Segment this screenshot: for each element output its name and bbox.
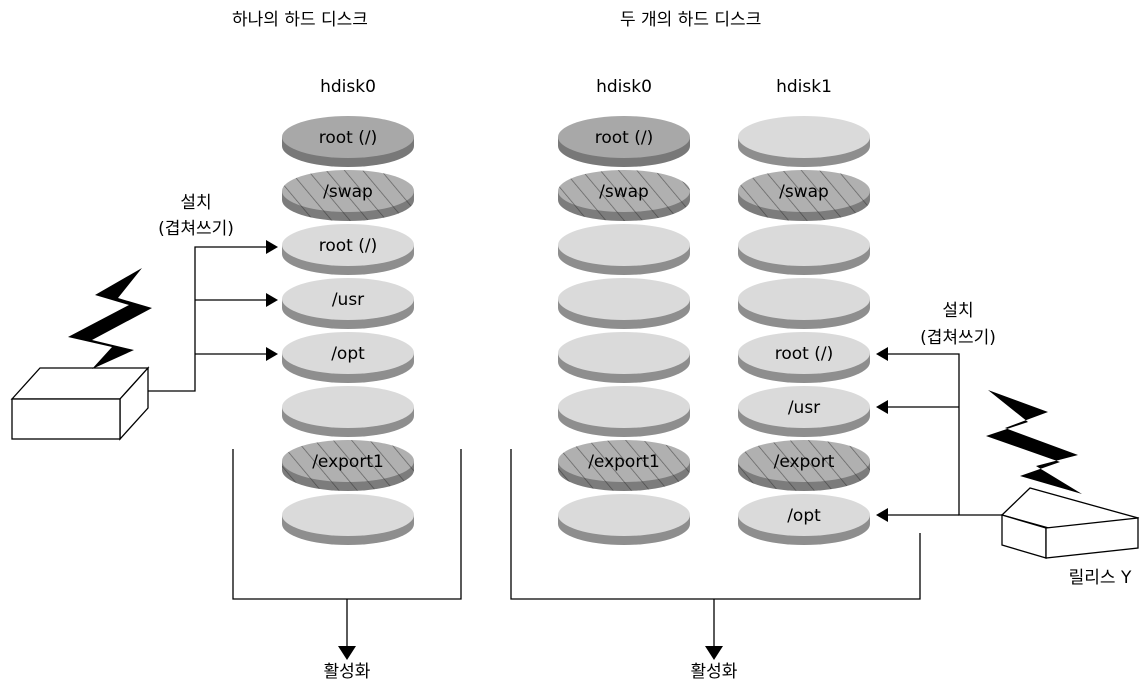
right-arrow-root <box>876 347 888 361</box>
disk-slice-top <box>738 224 870 266</box>
left-arrow-opt <box>266 347 278 361</box>
disk-slice-top <box>558 116 690 158</box>
disk-stack-hdisk0-pair: root (/) /swap/export1 <box>558 116 690 545</box>
disk-slice: root (/) <box>282 116 414 167</box>
disk-name-hdisk0-pair: hdisk0 <box>596 77 652 97</box>
disk-slice-label: /opt <box>331 344 365 364</box>
disk-slice-label: root (/) <box>319 128 377 148</box>
disk-slice-label: /export1 <box>588 452 660 472</box>
right-install-lines <box>888 353 1002 516</box>
release-label: 릴리스 Y <box>1069 568 1132 588</box>
disk-slice: /export1 <box>558 440 690 491</box>
disk-slice-label: root (/) <box>775 344 833 364</box>
disk-slice-label: /swap <box>599 182 649 202</box>
disk-slice-label: /export1 <box>312 452 384 472</box>
right-arrow-usr <box>876 400 888 414</box>
disk-slice-top <box>282 116 414 158</box>
disk-slice-label: /swap <box>323 182 373 202</box>
disk-slice-label: root (/) <box>319 236 377 256</box>
disk-slice <box>558 494 690 545</box>
disk-slice-top <box>738 440 870 482</box>
disk-slice <box>558 278 690 329</box>
disk-slice-top <box>282 440 414 482</box>
disk-slice: /opt <box>738 494 870 545</box>
disk-name-hdisk0-single: hdisk0 <box>320 77 376 97</box>
disk-slice-top <box>558 494 690 536</box>
left-install-lines <box>148 246 266 392</box>
disk-slice <box>282 386 414 437</box>
disk-slice: /swap <box>738 170 870 221</box>
disk-slice: root (/) <box>558 116 690 167</box>
left-install-source-box <box>10 366 150 441</box>
disk-slice-top <box>738 116 870 158</box>
right-arrow-opt <box>876 508 888 522</box>
disk-stack-hdisk1-pair: /swap root (/) /usr/export/opt <box>738 116 870 545</box>
disk-slice-top <box>282 278 414 320</box>
right-install-source-box <box>1000 487 1140 559</box>
disk-slice: root (/) <box>282 224 414 275</box>
left-arrow-usr <box>266 293 278 307</box>
right-activate-arrow <box>705 646 723 660</box>
disk-slice-top <box>558 332 690 374</box>
disk-slice <box>558 386 690 437</box>
left-activate-bracket <box>232 449 462 648</box>
disk-slice-top <box>282 170 414 212</box>
disk-slice-top <box>282 224 414 266</box>
disk-slice: /usr <box>738 386 870 437</box>
left-activate-label: 활성화 <box>324 662 371 682</box>
right-install-label-line2: (겹쳐쓰기) <box>920 328 996 348</box>
disk-slice <box>738 116 870 167</box>
disk-stack-hdisk0-single: root (/) /swap root (/) /usr/opt/export1 <box>282 116 414 545</box>
disk-slice <box>282 494 414 545</box>
right-activate-label: 활성화 <box>691 662 738 682</box>
disk-slice-top <box>558 170 690 212</box>
disk-slice: /export <box>738 440 870 491</box>
disk-slice-label: /usr <box>788 398 820 418</box>
disk-slice-top <box>558 224 690 266</box>
disk-slice-top <box>558 278 690 320</box>
disk-slice <box>738 278 870 329</box>
disk-slice-top <box>738 386 870 428</box>
disk-slice-label: /export <box>774 452 835 472</box>
disk-slice-label: /usr <box>332 290 364 310</box>
disk-slice <box>738 224 870 275</box>
disk-slice-top <box>738 170 870 212</box>
disk-slice: /swap <box>558 170 690 221</box>
right-lightning-icon <box>986 390 1082 494</box>
left-activate-arrow <box>338 646 356 660</box>
left-title: 하나의 하드 디스크 <box>232 10 368 30</box>
disk-slice-top <box>738 332 870 374</box>
disk-slice <box>558 332 690 383</box>
disk-slice: /swap <box>282 170 414 221</box>
left-install-label-line1: 설치 <box>180 193 211 213</box>
disk-slice: /opt <box>282 332 414 383</box>
left-arrow-root <box>266 240 278 254</box>
left-install-label-line2: (겹쳐쓰기) <box>158 219 234 239</box>
disk-slice-top <box>558 386 690 428</box>
disk-slice-top <box>282 332 414 374</box>
disk-slice: /usr <box>282 278 414 329</box>
left-lightning-icon <box>68 268 152 369</box>
disk-slice-top <box>282 386 414 428</box>
disk-slice-label: /opt <box>787 506 821 526</box>
disk-name-hdisk1-pair: hdisk1 <box>776 77 832 97</box>
disk-slice-top <box>738 278 870 320</box>
disk-slice-top <box>738 494 870 536</box>
disk-slice-top <box>282 494 414 536</box>
disk-slice-label: root (/) <box>595 128 653 148</box>
disk-slice-top <box>558 440 690 482</box>
right-install-label-line1: 설치 <box>942 301 973 321</box>
right-title: 두 개의 하드 디스크 <box>620 10 761 30</box>
right-activate-bracket <box>510 449 921 648</box>
disk-slice: /export1 <box>282 440 414 491</box>
disk-slice <box>558 224 690 275</box>
disk-slice-label: /swap <box>779 182 829 202</box>
disk-slice: root (/) <box>738 332 870 383</box>
